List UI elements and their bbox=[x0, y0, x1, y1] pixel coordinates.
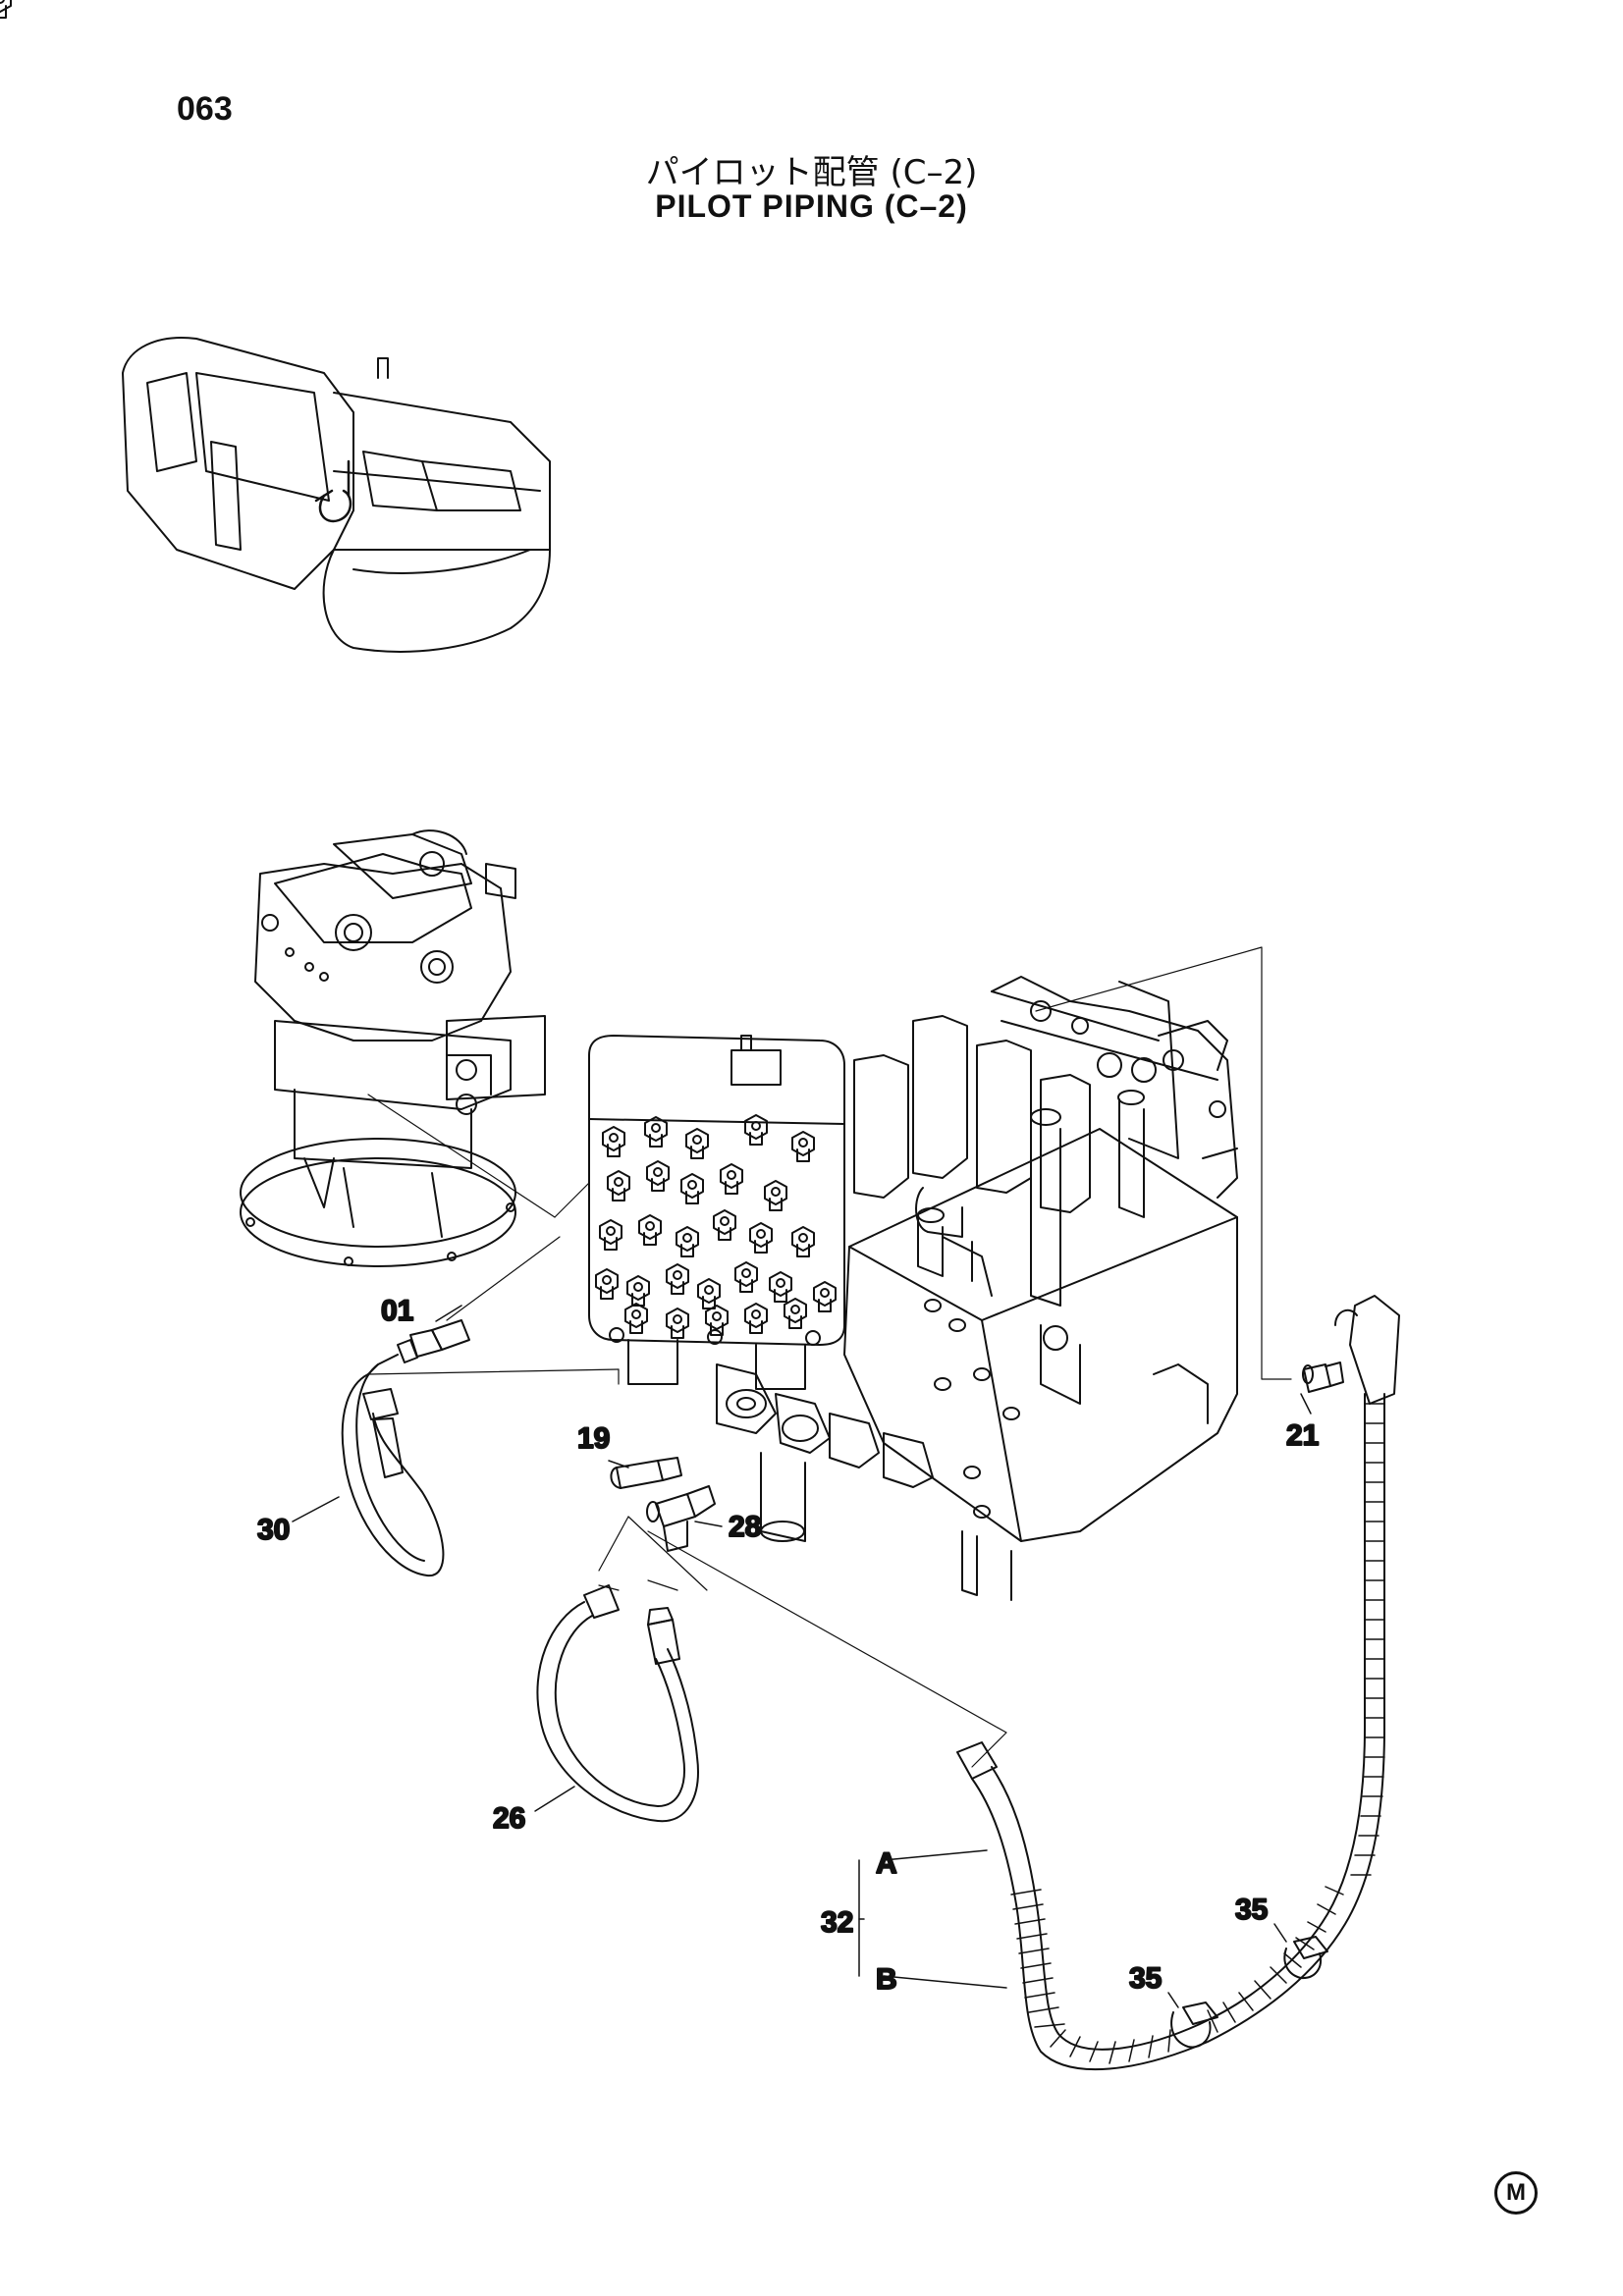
page-title-japanese: パイロット配管 (C–2) bbox=[645, 153, 978, 192]
callout-32: 32 bbox=[821, 1906, 853, 1939]
reference-lines bbox=[367, 946, 1292, 1768]
page-number: 063 bbox=[177, 90, 233, 128]
callout-21: 21 bbox=[1286, 1419, 1319, 1452]
hose-26 bbox=[536, 1584, 699, 1823]
callout-19: 19 bbox=[577, 1422, 610, 1455]
callout-leaders bbox=[292, 1305, 1312, 2008]
fitting-28 bbox=[646, 1485, 716, 1552]
control-valve bbox=[716, 976, 1238, 1601]
callout-28: 28 bbox=[729, 1511, 761, 1543]
excavator-overview bbox=[122, 337, 551, 653]
callout-32-a: A bbox=[876, 1847, 897, 1880]
callout-35-upper: 35 bbox=[1235, 1894, 1268, 1926]
callout-30: 30 bbox=[257, 1514, 290, 1546]
pilot-valve-fittings bbox=[0, 0, 837, 1339]
callout-35-lower: 35 bbox=[1129, 1962, 1162, 1995]
hose-32-coil-protector bbox=[1010, 1403, 1385, 2064]
clamp-35-upper bbox=[1283, 1936, 1328, 1980]
fitting-21 bbox=[1302, 1362, 1344, 1393]
callout-32-b: B bbox=[876, 1963, 897, 1996]
clamp-35-lower bbox=[1170, 2002, 1218, 2049]
swing-motor bbox=[240, 829, 546, 1267]
callout-26: 26 bbox=[493, 1802, 525, 1835]
callout-01: 01 bbox=[381, 1295, 413, 1327]
hose-30 bbox=[341, 1354, 445, 1577]
pilot-valve-block bbox=[588, 1035, 845, 1390]
manufacturer-mark: M bbox=[1494, 2171, 1538, 2215]
fitting-19 bbox=[610, 1457, 682, 1489]
fitting-01 bbox=[397, 1319, 470, 1363]
page-title-english: PILOT PIPING (C–2) bbox=[655, 188, 968, 224]
